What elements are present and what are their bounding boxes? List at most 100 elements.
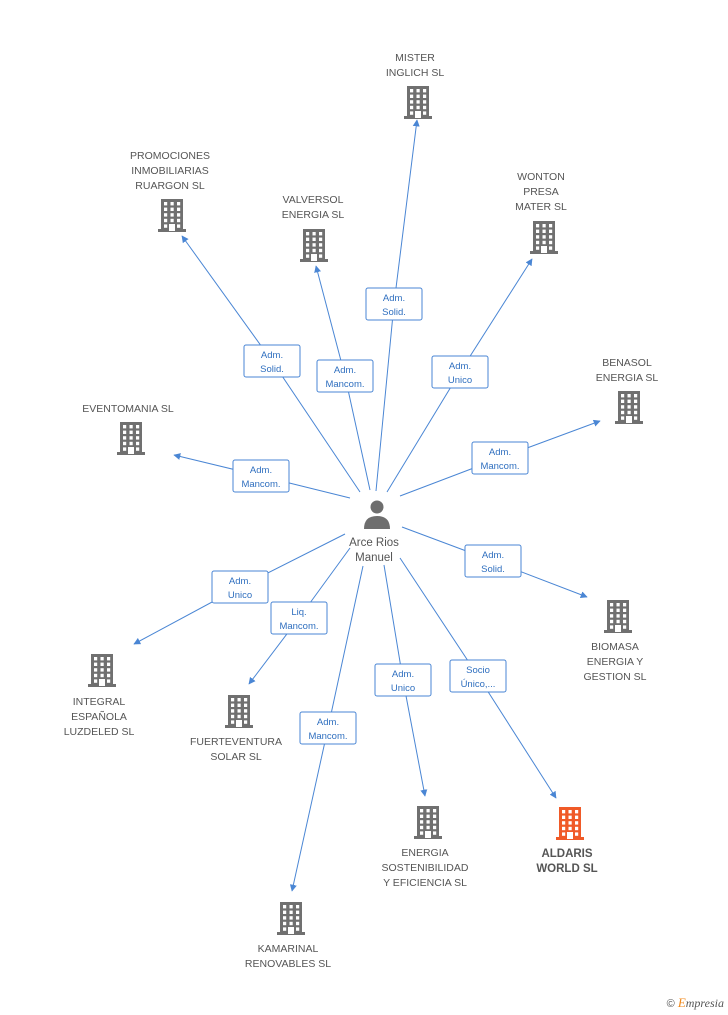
edge-valversol: Adm. Mancom. — [314, 265, 374, 491]
company-label: BIOMASA — [591, 641, 639, 653]
edge-eventomania: Adm. Mancom. — [173, 453, 351, 499]
relation-badge[interactable]: Adm. Mancom. — [232, 459, 290, 493]
relation-label: Solid. — [382, 307, 406, 318]
person-name: Arce Rios — [349, 537, 399, 549]
relation-badge[interactable]: Adm. Solid. — [243, 344, 301, 378]
company-node-wonton[interactable]: WONTON PRESA MATER SL — [515, 171, 567, 254]
relation-label: Mancom. — [308, 731, 347, 742]
relation-label: Unico — [228, 590, 252, 601]
company-label: KAMARINAL — [258, 943, 319, 955]
relation-badge[interactable]: Adm. Mancom. — [316, 359, 374, 393]
relation-badge[interactable]: Adm.Unico — [431, 355, 489, 389]
relation-badge[interactable]: Adm. Solid. — [464, 544, 522, 578]
company-node-benasol[interactable]: BENASOL ENERGIA SL — [596, 357, 659, 424]
company-label: ENERGIA SL — [596, 372, 659, 384]
relation-label: Solid. — [481, 564, 505, 575]
company-label: FUERTEVENTURA — [190, 736, 282, 748]
relation-label: Adm. — [261, 350, 283, 361]
company-node-mister-inglich[interactable]: MISTER INGLICH SL — [386, 52, 445, 119]
relation-label: Adm. — [317, 717, 339, 728]
edge-kamarinal: Adm. Mancom. — [289, 565, 364, 892]
company-label: INTEGRAL — [73, 696, 126, 708]
relation-label: Adm. — [482, 550, 504, 561]
building-icon — [117, 422, 145, 455]
company-label: WONTON — [517, 171, 565, 183]
company-label: MISTER — [395, 52, 435, 64]
edge-mister-inglich: Adm. Solid. — [365, 119, 423, 492]
relation-badge[interactable]: Adm. Mancom. — [471, 441, 529, 475]
company-node-aldaris[interactable]: ALDARIS WORLD SL — [536, 807, 598, 875]
relation-badge[interactable]: Adm. Unico — [211, 570, 269, 604]
company-label: ENERGIA SL — [282, 209, 345, 221]
company-label: PROMOCIONES — [130, 150, 210, 162]
relation-badge[interactable]: Liq. Mancom. — [270, 601, 328, 635]
relation-label: Adm. — [250, 465, 272, 476]
edge-aldaris: SocioÚnico,... — [399, 557, 557, 799]
company-label: RUARGON SL — [135, 180, 205, 192]
edge-integral: Adm. Unico — [133, 533, 346, 645]
building-icon — [404, 86, 432, 119]
relation-badge[interactable]: Adm. Mancom. — [299, 711, 357, 745]
relation-label: Adm. — [383, 293, 405, 304]
edge-promociones: Adm. Solid. — [181, 235, 361, 493]
company-label: SOSTENIBILIDAD — [382, 862, 469, 874]
relation-badge[interactable]: SocioÚnico,... — [449, 659, 507, 693]
company-label: Y EFICIENCIA SL — [383, 877, 467, 889]
relation-label: Adm. — [392, 669, 414, 680]
relation-label: Adm. — [489, 447, 511, 458]
company-node-fuerteventura[interactable]: FUERTEVENTURA SOLAR SL — [190, 695, 282, 763]
relation-label: Mancom. — [241, 479, 280, 490]
building-icon — [225, 695, 253, 728]
company-label: INMOBILIARIAS — [131, 165, 209, 177]
building-icon — [530, 221, 558, 254]
company-label: GESTION SL — [583, 671, 646, 683]
person-icon — [364, 500, 390, 529]
building-icon — [604, 600, 632, 633]
relation-label: Unico — [391, 683, 415, 694]
company-label: WORLD SL — [536, 863, 597, 875]
company-label: EVENTOMANIA SL — [82, 403, 174, 415]
building-icon — [414, 806, 442, 839]
relation-label: Socio — [466, 665, 490, 676]
edges-layer: Adm.Solid.Adm.Solid.Adm.Mancom.Adm.Unico… — [133, 119, 601, 892]
company-label: BENASOL — [602, 357, 652, 369]
company-label: RENOVABLES SL — [245, 958, 331, 970]
company-label: INGLICH SL — [386, 67, 445, 79]
relation-label: Liq. — [291, 607, 306, 618]
company-label: LUZDELED SL — [64, 726, 135, 738]
person-name: Manuel — [355, 552, 393, 564]
relation-label: Adm. — [229, 576, 251, 587]
relation-label: Solid. — [260, 364, 284, 375]
relation-badge[interactable]: Adm. Unico — [374, 663, 432, 697]
relation-label: Mancom. — [480, 461, 519, 472]
company-label: PRESA — [523, 186, 559, 198]
relation-badge[interactable]: Adm. Solid. — [365, 287, 423, 321]
company-label: SOLAR SL — [210, 751, 262, 763]
brand-name: mpresia — [685, 996, 724, 1010]
company-node-kamarinal[interactable]: KAMARINAL RENOVABLES SL — [245, 902, 331, 970]
relation-label: Mancom. — [279, 621, 318, 632]
building-icon — [300, 229, 328, 262]
company-node-biomasa[interactable]: BIOMASA ENERGIA Y GESTION SL — [583, 600, 647, 683]
company-node-integral[interactable]: INTEGRAL ESPAÑOLA LUZDELED SL — [64, 654, 135, 738]
company-label: ESPAÑOLA — [71, 710, 127, 723]
building-icon — [615, 391, 643, 424]
company-label: MATER SL — [515, 201, 567, 213]
company-label: ENERGIA Y — [587, 656, 643, 668]
relation-label: Unico — [448, 375, 472, 386]
edge-energia-sostenibilidad: Adm. Unico — [374, 564, 432, 797]
footer-branding: © Empresia — [667, 995, 724, 1011]
company-label: ALDARIS — [541, 848, 592, 860]
company-node-promociones[interactable]: PROMOCIONES INMOBILIARIAS RUARGON SL — [130, 150, 210, 232]
relation-label: Mancom. — [325, 379, 364, 390]
relation-label: Adm. — [334, 365, 356, 376]
edge-benasol: Adm. Mancom. — [399, 419, 601, 497]
company-node-eventomania[interactable]: EVENTOMANIA SL — [82, 403, 174, 455]
relation-label: Único,... — [461, 679, 496, 690]
edge-fuerteventura: Liq. Mancom. — [248, 547, 351, 685]
edge-wonton: Adm. Unico — [386, 258, 533, 493]
